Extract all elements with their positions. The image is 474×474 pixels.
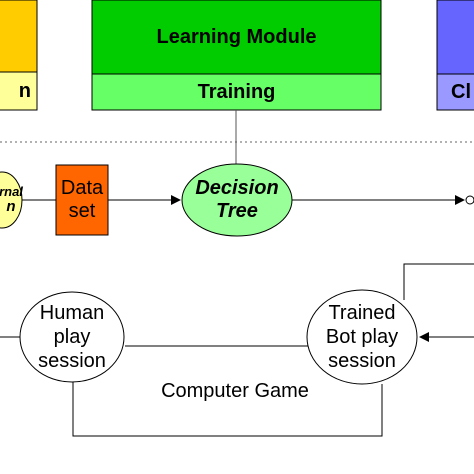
right-box-bottom-label: Cl bbox=[451, 80, 471, 103]
human-line1: Human bbox=[39, 302, 105, 324]
left-box-bottom-label: n bbox=[18, 79, 31, 102]
trained-bot-label: Trained Bot play session bbox=[307, 292, 417, 382]
trained-bot-ellipse bbox=[306, 289, 418, 385]
human-play-label: Human play session bbox=[20, 294, 124, 380]
dataset-line1: Data bbox=[60, 177, 104, 199]
dataset-line2: set bbox=[68, 200, 96, 222]
human-line2: play bbox=[53, 326, 91, 348]
dataset-label: Data set bbox=[56, 165, 108, 235]
learning-module-label: Learning Module bbox=[156, 25, 317, 48]
right-box-bottom bbox=[436, 73, 474, 111]
bottom-loop-line bbox=[72, 382, 383, 437]
training-label: Training bbox=[197, 80, 276, 103]
dataset-box bbox=[55, 164, 109, 236]
decision-tree-line1: Decision bbox=[195, 177, 279, 199]
bot-line1: Trained bbox=[328, 302, 396, 324]
left-ellipse-line1: rnal bbox=[0, 184, 23, 200]
right-connector-dot bbox=[465, 195, 474, 205]
bot-line2: Bot play bbox=[325, 326, 399, 348]
left-ellipse-label: rnal n bbox=[0, 172, 24, 228]
decision-tree-label: Decision Tree bbox=[182, 164, 292, 236]
learning-module-box bbox=[91, 0, 382, 75]
training-box bbox=[91, 73, 382, 111]
left-ellipse-line2: n bbox=[6, 197, 16, 215]
decision-tree-line2: Tree bbox=[216, 200, 258, 222]
human-play-ellipse bbox=[19, 291, 125, 383]
left-box-top bbox=[0, 0, 38, 73]
right-feedback-top-line bbox=[403, 263, 474, 300]
computer-game-label: Computer Game bbox=[161, 379, 309, 402]
human-line3: session bbox=[38, 350, 106, 372]
bot-line3: session bbox=[328, 350, 396, 372]
left-box-bottom bbox=[0, 71, 38, 111]
right-box-top bbox=[436, 0, 474, 75]
